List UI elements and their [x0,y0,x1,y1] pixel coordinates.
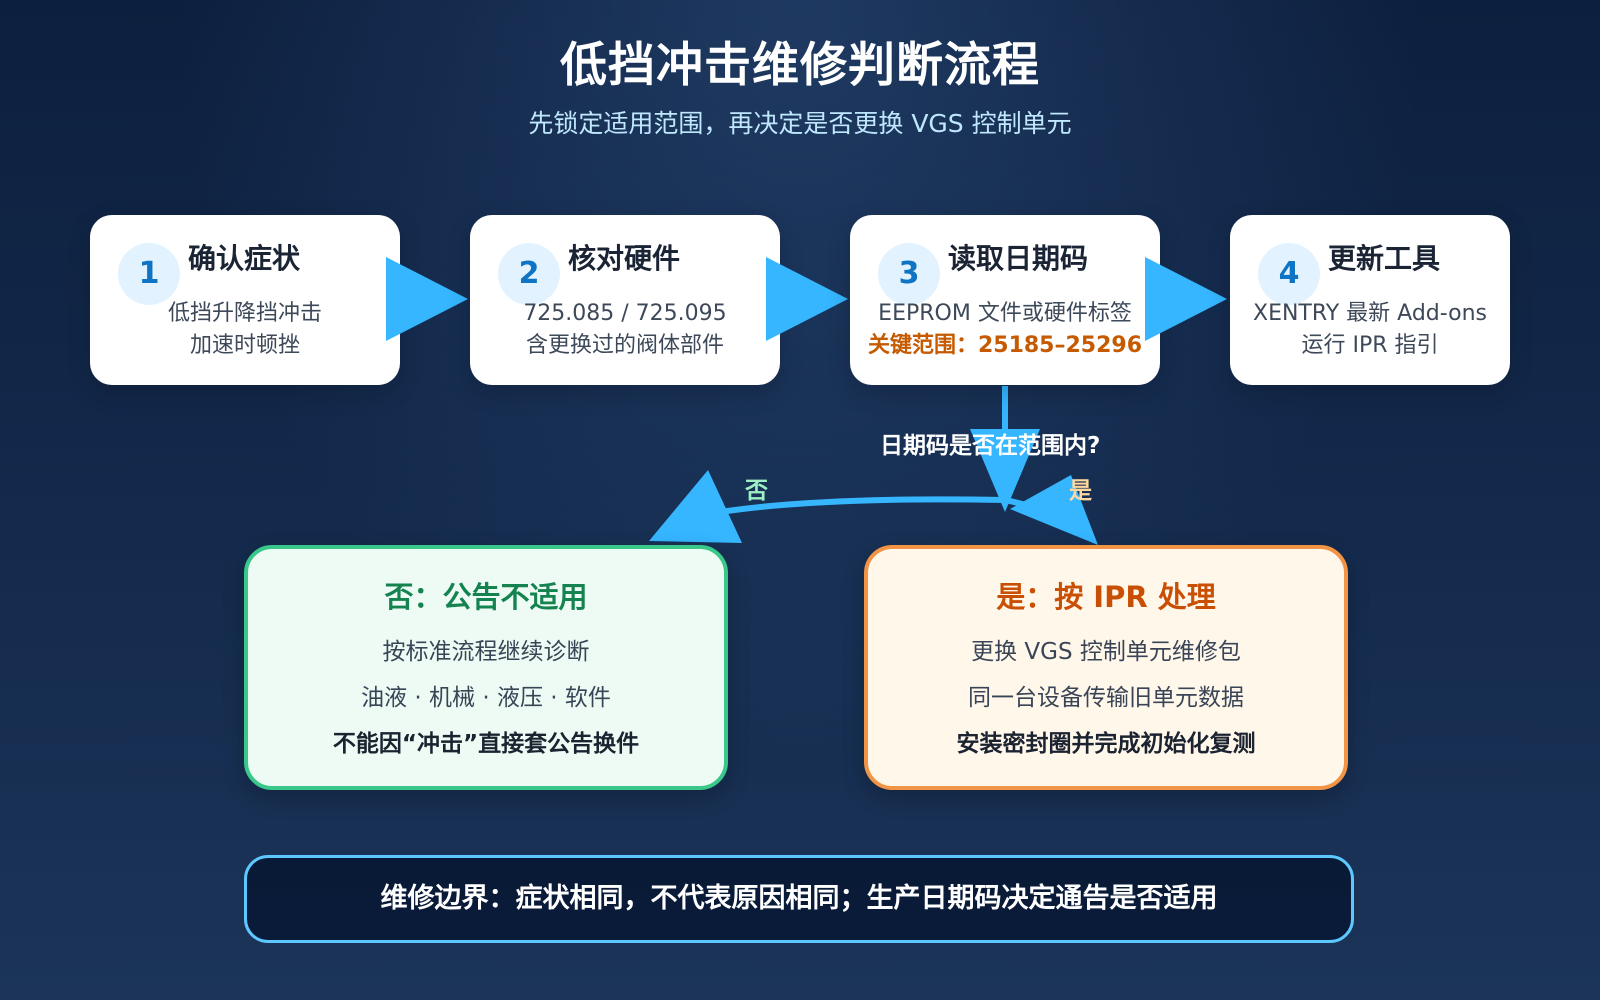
date-code-range: 关键范围：25185–25296 [867,333,1143,358]
step-title: 核对硬件 [568,242,681,275]
page-subtitle: 先锁定适用范围，再决定是否更换 VGS 控制单元 [528,109,1072,138]
yes-branch-label: 是 [1069,478,1092,504]
flow-arrow-1-to-2 [386,257,468,341]
step-title: 读取日期码 [948,242,1089,275]
step-card-3: 3 读取日期码 EEPROM 文件或硬件标签 关键范围：25185–25296 [850,215,1160,385]
step-number-badge: 2 [498,243,560,305]
step-detail-line-1: 725.085 / 725.095 [523,301,727,326]
step-detail-line-2: 加速时顿挫 [189,333,300,358]
decision-question: 日期码是否在范围内? [880,433,1101,459]
step-number-badge: 1 [118,243,180,305]
no-branch-arrowhead [649,470,742,543]
maintenance-boundary-note: 维修边界：症状相同，不代表原因相同；生产日期码决定通告是否适用 [244,855,1354,943]
step-detail-line-1: 低挡升降挡冲击 [167,301,322,326]
no-branch-label: 否 [745,478,768,504]
flow-arrow-3-to-4 [1145,257,1227,341]
outcome-line-2: 油液 · 机械 · 液压 · 软件 [361,685,611,711]
step-detail-line-1: XENTRY 最新 Add-ons [1253,301,1487,326]
outcome-title: 否：公告不适用 [384,580,588,614]
outcome-card-no: 否：公告不适用 按标准流程继续诊断 油液 · 机械 · 液压 · 软件 不能因“… [244,545,728,790]
step-detail-line-1: EEPROM 文件或硬件标签 [878,301,1132,326]
step-title: 确认症状 [188,242,301,275]
step-detail-line-2: 含更换过的阀体部件 [525,333,724,358]
flow-arrow-2-to-3 [766,257,848,341]
outcome-line-1: 更换 VGS 控制单元维修包 [971,639,1241,665]
step-title: 更新工具 [1328,242,1441,275]
page-title: 低挡冲击维修判断流程 [560,38,1040,93]
step-number-badge: 4 [1258,243,1320,305]
outcome-card-yes: 是：按 IPR 处理 更换 VGS 控制单元维修包 同一台设备传输旧单元数据 安… [864,545,1348,790]
outcome-title: 是：按 IPR 处理 [996,580,1216,614]
outcome-warning: 不能因“冲击”直接套公告换件 [332,731,640,757]
step-card-2: 2 核对硬件 725.085 / 725.095 含更换过的阀体部件 [470,215,780,385]
outcome-line-1: 按标准流程继续诊断 [382,639,590,665]
outcome-line-2: 同一台设备传输旧单元数据 [968,685,1244,711]
step-card-1: 1 确认症状 低挡升降挡冲击 加速时顿挫 [90,215,400,385]
outcome-final-step: 安装密封圈并完成初始化复测 [956,731,1256,757]
step-detail-line-2: 运行 IPR 指引 [1301,333,1439,358]
step-number-badge: 3 [878,243,940,305]
step-card-4: 4 更新工具 XENTRY 最新 Add-ons 运行 IPR 指引 [1230,215,1510,385]
